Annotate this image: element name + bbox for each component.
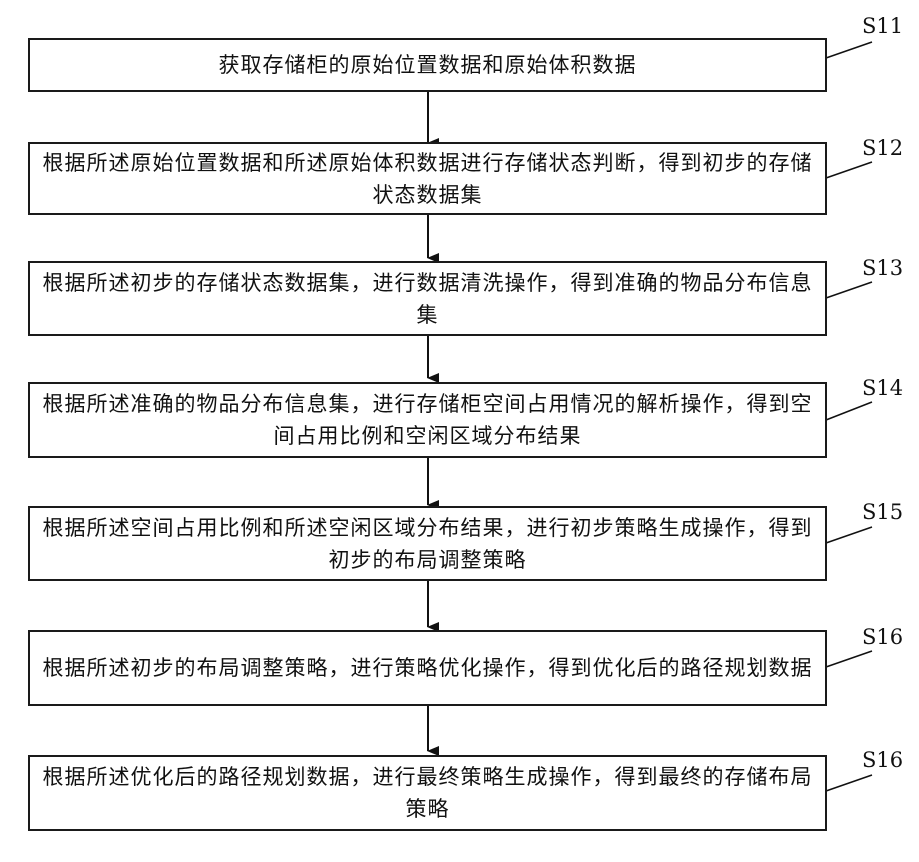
leader-s12 bbox=[826, 162, 872, 178]
step-text-s14: 根据所述准确的物品分布信息集，进行存储柜空间占用情况的解析操作，得到空间占用比例… bbox=[40, 388, 815, 452]
step-label-s11: S11 bbox=[862, 14, 903, 38]
step-text-s16a: 根据所述初步的布局调整策略，进行策略优化操作，得到优化后的路径规划数据 bbox=[43, 652, 813, 684]
step-label-s14: S14 bbox=[862, 376, 903, 400]
step-text-s12: 根据所述原始位置数据和所述原始体积数据进行存储状态判断，得到初步的存储状态数据集 bbox=[40, 147, 815, 211]
step-box-s16b: 根据所述优化后的路径规划数据，进行最终策略生成操作，得到最终的存储布局策略 bbox=[28, 755, 827, 831]
leader-s15 bbox=[826, 527, 872, 543]
step-label-s15: S15 bbox=[862, 500, 903, 524]
step-text-s15: 根据所述空间占用比例和所述空闲区域分布结果，进行初步策略生成操作，得到初步的布局… bbox=[40, 512, 815, 576]
step-box-s14: 根据所述准确的物品分布信息集，进行存储柜空间占用情况的解析操作，得到空间占用比例… bbox=[28, 382, 827, 458]
step-label-s13: S13 bbox=[862, 256, 903, 280]
step-box-s13: 根据所述初步的存储状态数据集，进行数据清洗操作，得到准确的物品分布信息集 bbox=[28, 261, 827, 336]
leader-s11 bbox=[826, 42, 872, 58]
leader-s16b bbox=[826, 775, 872, 791]
step-label-s12: S12 bbox=[862, 136, 903, 160]
step-label-s16b: S16 bbox=[862, 748, 903, 772]
step-text-s16b: 根据所述优化后的路径规划数据，进行最终策略生成操作，得到最终的存储布局策略 bbox=[40, 761, 815, 825]
step-text-s11: 获取存储柜的原始位置数据和原始体积数据 bbox=[219, 49, 637, 81]
leader-s13 bbox=[826, 282, 872, 298]
leader-s16a bbox=[826, 651, 872, 667]
leader-s14 bbox=[826, 402, 872, 420]
step-box-s11: 获取存储柜的原始位置数据和原始体积数据 bbox=[28, 38, 827, 92]
step-box-s12: 根据所述原始位置数据和所述原始体积数据进行存储状态判断，得到初步的存储状态数据集 bbox=[28, 142, 827, 215]
step-box-s16a: 根据所述初步的布局调整策略，进行策略优化操作，得到优化后的路径规划数据 bbox=[28, 630, 827, 706]
step-label-s16a: S16 bbox=[862, 625, 903, 649]
step-box-s15: 根据所述空间占用比例和所述空闲区域分布结果，进行初步策略生成操作，得到初步的布局… bbox=[28, 506, 827, 581]
step-text-s13: 根据所述初步的存储状态数据集，进行数据清洗操作，得到准确的物品分布信息集 bbox=[40, 267, 815, 331]
